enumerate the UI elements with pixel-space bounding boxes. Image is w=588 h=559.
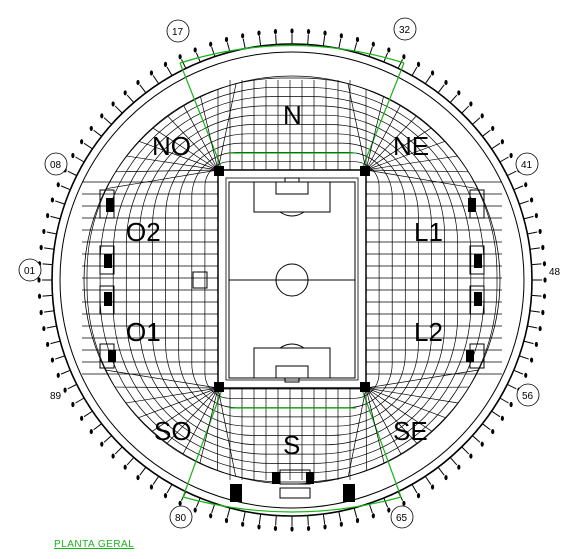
green-structure-lines [179, 44, 405, 513]
sector-label-west-1: O1 [126, 317, 161, 347]
axis-label-01: 01 [24, 266, 36, 277]
sector-label-north: N [283, 100, 302, 130]
sector-label-west-2: O2 [126, 217, 161, 247]
stair-core-fills [104, 198, 482, 502]
axis-label-89: 89 [50, 391, 62, 402]
axis-bubbles [18, 17, 540, 529]
corner-fans [105, 83, 479, 477]
corner-blocks [214, 166, 370, 392]
axis-label-80: 80 [175, 513, 187, 524]
sector-label-northwest: NO [152, 131, 191, 161]
axis-label-17: 17 [172, 27, 184, 38]
sector-label-southeast: SE [393, 416, 428, 446]
drawing-title: PLANTA GERAL [54, 539, 135, 550]
axis-label-41: 41 [521, 160, 533, 171]
axis-label-08: 08 [50, 160, 62, 171]
axis-label-48: 48 [549, 267, 561, 278]
sector-label-east-2: L2 [414, 317, 443, 347]
sector-label-south: S [283, 430, 300, 460]
sector-label-east-1: L1 [414, 217, 443, 247]
axis-label-32: 32 [399, 25, 411, 36]
sector-label-northeast: NE [393, 131, 429, 161]
axis-label-56: 56 [522, 391, 534, 402]
axis-label-65: 65 [396, 513, 408, 524]
sector-label-southwest: SO [154, 416, 192, 446]
soccer-pitch [192, 177, 356, 383]
